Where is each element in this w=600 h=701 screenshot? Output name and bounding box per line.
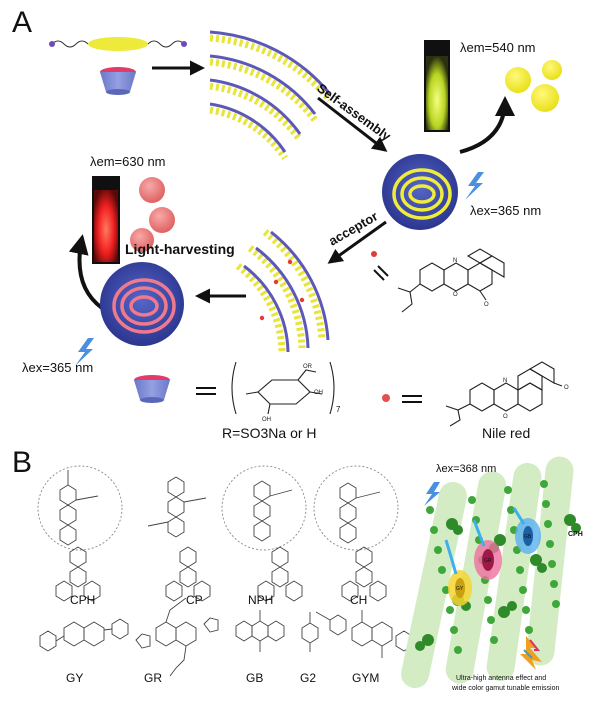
- molecule-label-cp: CP: [186, 593, 203, 607]
- nile-red-bottom-o2-label: O: [564, 385, 569, 391]
- nile-red-bottom-n-label: N: [503, 378, 507, 384]
- acceptor-label: acceptor: [326, 209, 380, 249]
- acceptor-dot-icon: [371, 251, 377, 257]
- ring-oh-label-2: OH: [262, 417, 271, 423]
- excitation-365-right-label: λex=365 nm: [470, 203, 541, 218]
- ring-or-label: OR: [303, 364, 313, 370]
- nile-red-structure-top: [397, 248, 505, 313]
- molecule-label-cph: CPH: [70, 593, 95, 607]
- molecule-label-g2: G2: [300, 671, 316, 685]
- excitation-365-left-label: λex=365 nm: [22, 360, 93, 375]
- cyclodextrin-glucose-structure: [231, 361, 335, 415]
- molecule-label-gy: GY: [66, 671, 83, 685]
- legend-red-dot-icon: [382, 394, 390, 402]
- molecule-label-gym: GYM: [352, 671, 379, 685]
- top-arc-assembly: [209, 30, 333, 160]
- excitation-368-label: λex=368 nm: [436, 463, 496, 475]
- legend-equals-2: [402, 395, 422, 403]
- legend-equals-1: [196, 387, 216, 395]
- dye-badge-gy: GY: [456, 586, 464, 592]
- acceptor-arrow: [327, 220, 387, 264]
- lightning-icon-left: [75, 338, 94, 366]
- dye-badge-gr: GR: [484, 558, 492, 564]
- molecule-label-gb: GB: [246, 671, 263, 685]
- emission-630-label: λem=630 nm: [90, 154, 166, 169]
- cyclodextrin-cup-icon: [100, 67, 136, 95]
- light-harvesting-illustration: [401, 456, 581, 689]
- curved-arrow-to-yellow: [459, 96, 515, 154]
- chain-cph-label: CPH: [568, 531, 583, 538]
- legend-cup-icon: [134, 375, 170, 403]
- bottom-arc-assembly: [235, 229, 330, 353]
- nile-red-top-n-label: N: [453, 258, 457, 264]
- lightning-icon-right: [465, 172, 484, 200]
- self-assembly-label: Self-assembly: [314, 80, 394, 144]
- emission-540-label: λem=540 nm: [460, 40, 536, 55]
- ring-oh-label-1: OH: [314, 390, 323, 396]
- dye-badge-gb: GB: [524, 534, 532, 540]
- molecule-label-nph: NPH: [248, 593, 273, 607]
- caption-line-2: wide color gamut tunable emission: [451, 685, 559, 692]
- nile-red-top-o-label: O: [453, 292, 458, 298]
- guest-molecule-icon: [49, 37, 187, 51]
- molecule-label-ch: CH: [350, 593, 367, 607]
- r-definition-label: R=SO3Na or H: [222, 425, 317, 441]
- self-assembly-arrow: [317, 96, 388, 152]
- red-vesicle-sphere: [100, 262, 184, 346]
- nile-red-label: Nile red: [482, 425, 530, 441]
- repeat-7-label: 7: [336, 405, 341, 414]
- yellow-particles: [505, 60, 562, 112]
- molecule-label-gr: GR: [144, 671, 162, 685]
- molecule-structures-top: [37, 465, 399, 602]
- red-emission-vial: [92, 176, 120, 264]
- nile-red-bottom-o-label: O: [503, 414, 508, 420]
- panel-b-letter: B: [12, 446, 32, 479]
- nile-red-top-o2-label: O: [484, 302, 489, 308]
- yellow-vesicle-sphere: [382, 154, 458, 230]
- curved-arrow-to-red: [68, 234, 104, 310]
- nile-red-structure-bottom: [445, 361, 563, 427]
- yellow-emission-vial: [424, 40, 450, 132]
- molecule-structures-bottom: [39, 597, 437, 677]
- caption-line-1: Ultra-high antenna effect and: [456, 675, 546, 682]
- light-harvesting-label: Light-harvesting: [125, 241, 235, 257]
- pink-particles: [130, 177, 175, 252]
- panel-a-letter: A: [12, 6, 32, 39]
- equals-sign-icon: [373, 265, 389, 281]
